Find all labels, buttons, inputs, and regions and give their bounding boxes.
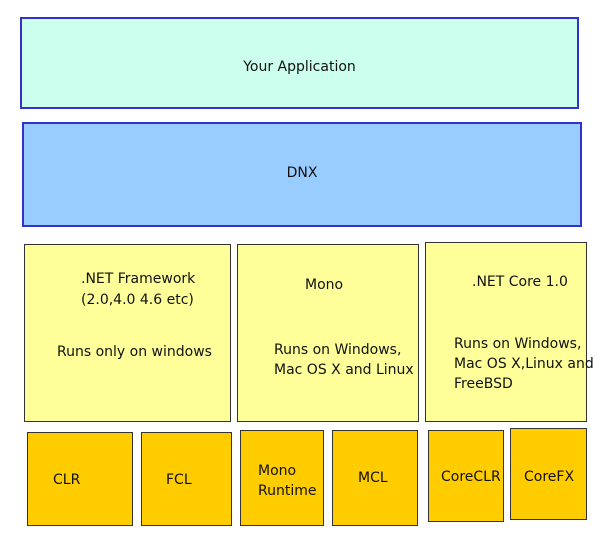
- library-box-clr: CLR: [27, 432, 133, 526]
- library-box-coreclr: CoreCLR: [428, 430, 504, 522]
- framework-box-mono: Mono Runs on Windows, Mac OS X and Linux: [237, 244, 419, 422]
- library-label: MCL: [358, 470, 388, 486]
- framework-name: .NET Core 1.0: [472, 274, 568, 290]
- framework-box-dotnet-framework: .NET Framework (2.0,4.0 4.6 etc) Runs on…: [24, 244, 231, 422]
- library-box-mono-runtime: Mono Runtime: [240, 430, 324, 526]
- library-label-line2: Runtime: [258, 483, 317, 499]
- framework-platform-line: Runs on Windows,: [454, 336, 582, 352]
- library-box-fcl: FCL: [141, 432, 232, 526]
- framework-version: (2.0,4.0 4.6 etc): [81, 292, 194, 308]
- library-box-corefx: CoreFX: [510, 428, 587, 520]
- framework-platform: Runs only on windows: [57, 344, 212, 360]
- framework-box-dotnet-core: .NET Core 1.0 Runs on Windows, Mac OS X,…: [425, 242, 594, 422]
- framework-platform-line: Runs on Windows,: [274, 342, 402, 358]
- library-label: FCL: [166, 472, 192, 488]
- library-box-mcl: MCL: [332, 430, 418, 526]
- library-label: CLR: [53, 472, 81, 488]
- library-label: CoreCLR: [441, 469, 501, 485]
- framework-name: .NET Framework: [81, 271, 196, 287]
- application-label: Your Application: [243, 59, 356, 75]
- framework-platform-line: Mac OS X and Linux: [274, 362, 414, 378]
- framework-name: Mono: [305, 277, 344, 293]
- framework-platform-line: FreeBSD: [454, 376, 513, 392]
- dnx-layer: DNX: [22, 122, 582, 227]
- dnx-label: DNX: [286, 165, 318, 181]
- framework-platform-line: Mac OS X,Linux and: [454, 356, 594, 372]
- library-label: Mono: [258, 463, 297, 479]
- application-layer: Your Application: [20, 17, 579, 109]
- library-label: CoreFX: [524, 469, 575, 485]
